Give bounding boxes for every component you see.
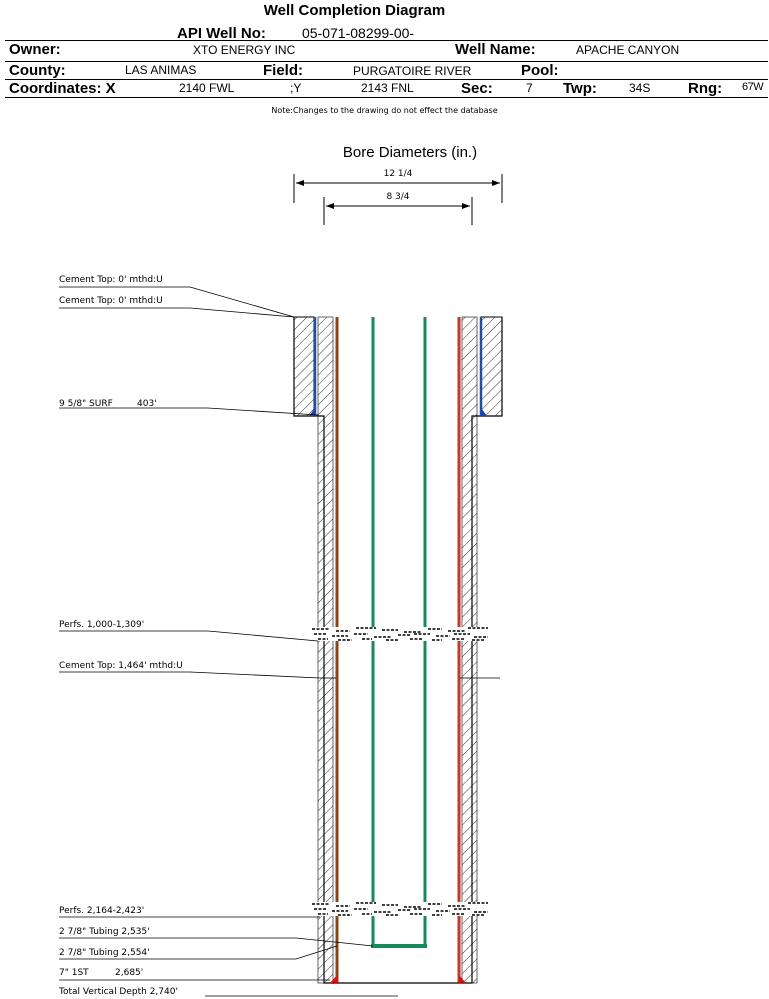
annotation-leaders xyxy=(59,286,398,997)
perforation-zone-lower xyxy=(310,902,490,916)
header-rule xyxy=(5,61,768,62)
annotation-surface-casing: 9 5/8" SURF xyxy=(59,399,113,409)
surface-casing-shoe-right xyxy=(481,408,487,416)
surface-cement-left xyxy=(293,316,315,417)
twp-value: 34S xyxy=(629,81,651,95)
annotation-perfs-lower: Perfs. 2,164-2,423' xyxy=(59,906,144,916)
leader-cement-top-surface xyxy=(59,286,295,318)
bore-inner-label: 8 3/4 xyxy=(386,192,409,202)
production-cement-left xyxy=(317,316,334,984)
coordinates-label: Coordinates: X xyxy=(9,80,116,97)
leader-surface-casing xyxy=(59,407,319,416)
api-well-label: API Well No: xyxy=(177,25,266,42)
api-well-value: 05-071-08299-00- xyxy=(302,25,415,41)
annotation-cement-top-production: Cement Top: 0' mthd:U xyxy=(59,296,163,306)
surface-casing-shoe-left xyxy=(309,408,315,416)
production-casing-shoe-right xyxy=(459,975,466,983)
owner-label: Owner: xyxy=(9,41,61,58)
coord-x-value: 2140 FWL xyxy=(179,81,235,95)
header-rule xyxy=(5,79,768,80)
bore-diameters-title: Bore Diameters (in.) xyxy=(343,144,477,161)
coord-y-value: 2143 FNL xyxy=(361,81,414,95)
production-cement-right xyxy=(461,316,478,984)
leader-cement-top-production xyxy=(59,307,295,318)
county-value: LAS ANIMAS xyxy=(125,63,197,77)
sec-value: 7 xyxy=(526,81,533,95)
pool-label: Pool: xyxy=(521,62,559,79)
twp-label: Twp: xyxy=(563,80,597,97)
leader-cement-top-1464 xyxy=(59,671,321,679)
rng-value: 67W xyxy=(742,81,764,93)
owner-value: XTO ENERGY INC xyxy=(193,43,296,57)
page-title: Well Completion Diagram xyxy=(263,2,446,19)
database-note: Note:Changes to the drawing do not effec… xyxy=(271,106,498,115)
well-name-value: APACHE CANYON xyxy=(576,43,680,57)
rng-label: Rng: xyxy=(688,80,723,97)
perforation-zone-upper xyxy=(310,627,490,641)
header-rule xyxy=(5,97,768,98)
annotation-tubing-2554: 2 7/8" Tubing 2,554' xyxy=(59,948,150,958)
annotation-perfs-upper: Perfs. 1,000-1,309' xyxy=(59,620,144,630)
annotation-surface-casing-depth: 403' xyxy=(137,399,157,409)
coord-y-label: ;Y xyxy=(290,81,302,95)
bore-outer-label: 12 1/4 xyxy=(384,169,413,179)
leader-tubing-2535 xyxy=(59,937,374,947)
annotation-production-casing-depth: 2,685' xyxy=(115,968,143,978)
county-label: County: xyxy=(9,62,66,79)
annotation-production-casing: 7" 1ST xyxy=(59,968,89,978)
production-casing-shoe-left xyxy=(330,975,337,983)
annotation-tubing-2535: 2 7/8" Tubing 2,535' xyxy=(59,927,150,937)
leader-perfs-upper xyxy=(59,630,319,642)
field-label: Field: xyxy=(263,62,303,79)
leader-tubing-2554 xyxy=(59,945,338,960)
well-name-label: Well Name: xyxy=(455,41,536,58)
annotation-cement-top-surface: Cement Top: 0' mthd:U xyxy=(59,275,163,285)
sec-label: Sec: xyxy=(461,80,493,97)
field-value: PURGATOIRE RIVER xyxy=(353,64,472,78)
surface-cement-right xyxy=(480,316,503,417)
annotation-total-vertical-depth: Total Vertical Depth 2,740' xyxy=(58,987,178,997)
annotation-cement-top-1464: Cement Top: 1,464' mthd:U xyxy=(59,661,183,671)
header-rule xyxy=(5,40,768,41)
